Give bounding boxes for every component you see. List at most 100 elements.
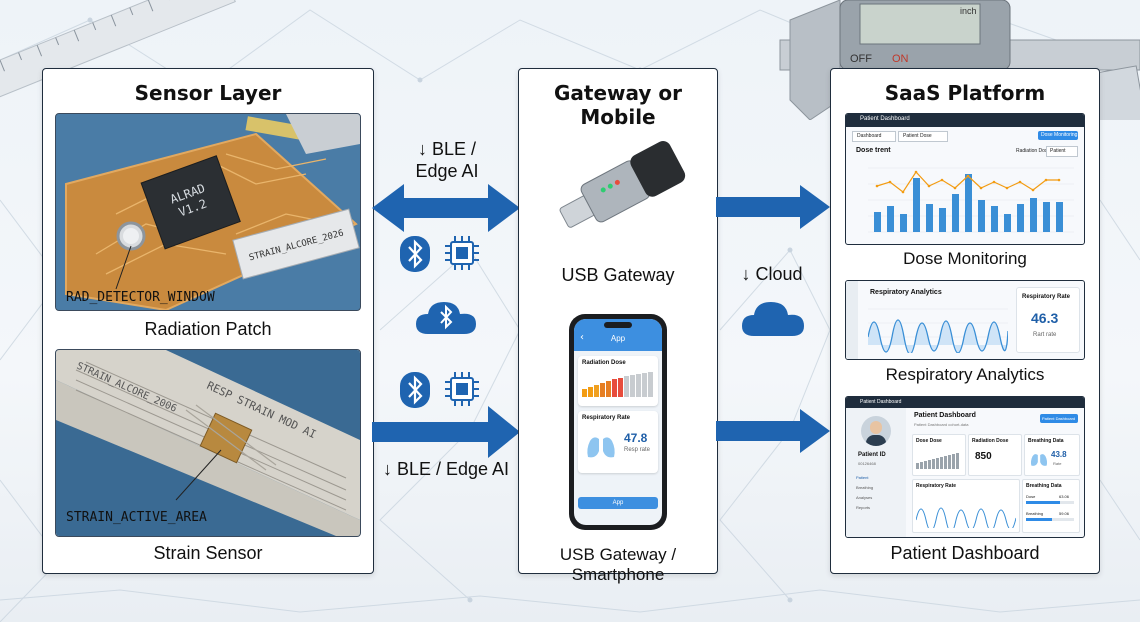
rad-detector-label: RAD_DETECTOR_WINDOW [66,290,215,305]
dose-legend: Radiation Dose [1016,148,1051,154]
breathing-data-card-value: 43.8 [1051,450,1067,459]
caliper-on-label: ON [892,53,909,65]
patient-dashboard-button[interactable]: Patient Dashboard [1040,414,1078,423]
patient-dashboard-screen: Patient Dashboard Patient ID 00126468 Pa… [845,396,1085,538]
breathing-data-2-title: Breathing Data [1026,483,1062,489]
patient-dashboard-title: Patient Dashboard [914,412,976,419]
caliper-off-label: OFF [850,53,872,65]
patient-nav-3[interactable]: Reports [856,505,871,510]
breathing-dose-row-label: Dose [1026,494,1036,499]
right-arrow-bottom [372,406,520,458]
dose-patient-select-label: Patient [1050,148,1066,154]
usb-gateway-caption: USB Gateway [561,265,675,285]
ble-label-bottom: ↓ BLE / Edge AI [382,459,510,479]
resp-rate-card-title: Respiratory Rate [1022,294,1071,300]
resp-waveform [868,308,1008,353]
patient-nav-1[interactable]: Breathing [856,485,874,490]
dose-dose-title: Dose Dose [916,438,942,444]
patient-nav-0[interactable]: Patient [856,475,869,480]
patient-dashboard-caption: Patient Dashboard [890,543,1040,563]
smartphone-caption: USB Gateway / Smartphone [559,545,677,584]
breathing-data-card[interactable]: Breathing Data 43.8 Rate [1024,434,1080,476]
phone-dose-title: Radiation Dose [582,360,626,366]
cloud-label: ↓ Cloud [741,264,803,284]
avatar-body [866,435,886,446]
respiratory-rate-card[interactable]: Respiratory Rate [912,479,1020,533]
resp-rate-card[interactable]: Respiratory Rate 46.3 Rart rate [1016,287,1080,353]
ble-label-top: ↓ BLE / Edge AI [392,138,502,182]
left-flow-arrows [372,184,520,458]
phone-screen: ‹ App Radiation Dose Respirato [574,319,662,525]
radiation-patch-image: ALRAD V1.2 STRAIN_ALCORE_2026 RAD_DETECT… [55,113,361,311]
phone-resp-title: Respiratory Rate [582,415,631,421]
phone-rr-value: 47.8 [624,431,648,445]
phone-resp-card[interactable]: Respiratory Rate 47.8 Resp rate [578,411,658,473]
ble-top-line2: Edge AI [415,161,479,181]
dose-monitoring-button[interactable]: Dose Monitoring [1038,131,1078,140]
dose-dose-card[interactable]: Dose Dose [912,434,966,476]
phone-app-button[interactable]: App [578,497,658,509]
dose-dose-bars [916,453,959,469]
saas-panel: SaaS Platform Patient Dashboard Dashboar… [830,68,1100,574]
breathing-row-value: 59.06 [1059,511,1070,516]
radiation-dose-card[interactable]: Radiation Dose 850 [968,434,1022,476]
patient-sidebar: Patient ID 00126468 Patient Breathing An… [846,408,906,537]
phone-rr-unit: Resp rate [624,447,651,453]
patient-avatar [861,416,891,446]
patient-nav-2[interactable]: Analyses [856,495,873,500]
patient-header-title: Patient Dashboard [860,399,902,405]
strain-sensor-caption: Strain Sensor [153,543,263,563]
cloud-bluetooth-icon [416,302,476,334]
respiratory-analytics-caption: Respiratory Analytics [885,365,1045,384]
respiratory-rate-wave [916,507,1016,528]
caliper-brand: inch [960,6,977,16]
dose-tab-dashboard[interactable]: Dashboard [852,131,896,142]
strain-active-label: STRAIN_ACTIVE_AREA [66,510,207,525]
phone-back-icon[interactable]: ‹ [580,332,584,343]
right-arrow-top [716,185,830,229]
dose-patient-select[interactable]: Patient [1046,146,1078,157]
gateway-panel: Gateway or Mobile USB Gateway ‹ App Radi… [518,68,718,584]
dose-trend-chart [868,167,1074,233]
patient-dashboard-subtitle: Patient Dashboard cohort-data [914,422,969,427]
phone-notch [604,322,632,328]
breathing-dose-row-value: 63.06 [1059,494,1070,499]
sensor-layer-panel: Sensor Layer ALRAD V1.2 STRAIN_ALCO [42,68,374,574]
smartphone: ‹ App Radiation Dose Respirato [569,314,667,530]
radiation-dose-card-title: Radiation Dose [972,438,1009,444]
patient-dashboard-button-label: Patient Dashboard [1042,416,1076,421]
usb-gateway-image [559,141,686,228]
radiation-dose-card-value: 850 [975,451,992,462]
dose-monitoring-caption: Dose Monitoring [903,249,1027,268]
bluetooth-icon [400,236,430,272]
right-arrow-lower [716,409,830,453]
respiratory-rate-card-title: Respiratory Rate [916,483,957,489]
bidirectional-arrow [372,184,520,232]
dose-tab-dashboard-label: Dashboard [857,133,882,139]
patient-id-number: 00126468 [858,461,876,466]
phone-app-header: ‹ App [574,319,662,351]
phone-dose-card[interactable]: Radiation Dose [578,356,658,406]
avatar-face [870,421,882,434]
phone-app-title: App [610,334,626,343]
dose-tab-patient-label: Patient Dose [903,133,932,139]
dose-tab-patient[interactable]: Patient Dose [898,131,948,142]
strain-sensor-image: STRAIN_ALCORE_2006 RESP STRAIN MOD AI ST… [55,349,361,537]
breathing-row-label: Breathing [1026,511,1044,516]
resp-rate-value: 46.3 [1031,310,1059,326]
breathing-data-card-unit: Rate [1053,461,1062,466]
breathing-data-card-2[interactable]: Breathing Data Dose 63.06 Breathing 59.0… [1022,479,1080,533]
dose-chart-title: Dose trent [856,147,891,154]
patient-id-label: Patient ID [858,452,886,458]
resp-sidebar [846,281,858,359]
resp-rate-unit: Rart rate [1033,332,1057,338]
right-flow-arrows [716,185,830,453]
ai-chip-icon-2 [445,372,479,406]
bluetooth-icon-2 [400,372,430,408]
phone-dose-bars [582,372,653,397]
dose-monitoring-button-label: Dose Monitoring [1041,132,1078,138]
respiratory-analytics-screen: Respiratory Analytics Respiratory Rate 4… [845,280,1085,360]
lungs-icon [587,431,615,458]
patient-header-bar: Patient Dashboard [846,397,1084,408]
caliper-image: OFF ON inch [779,0,1140,120]
